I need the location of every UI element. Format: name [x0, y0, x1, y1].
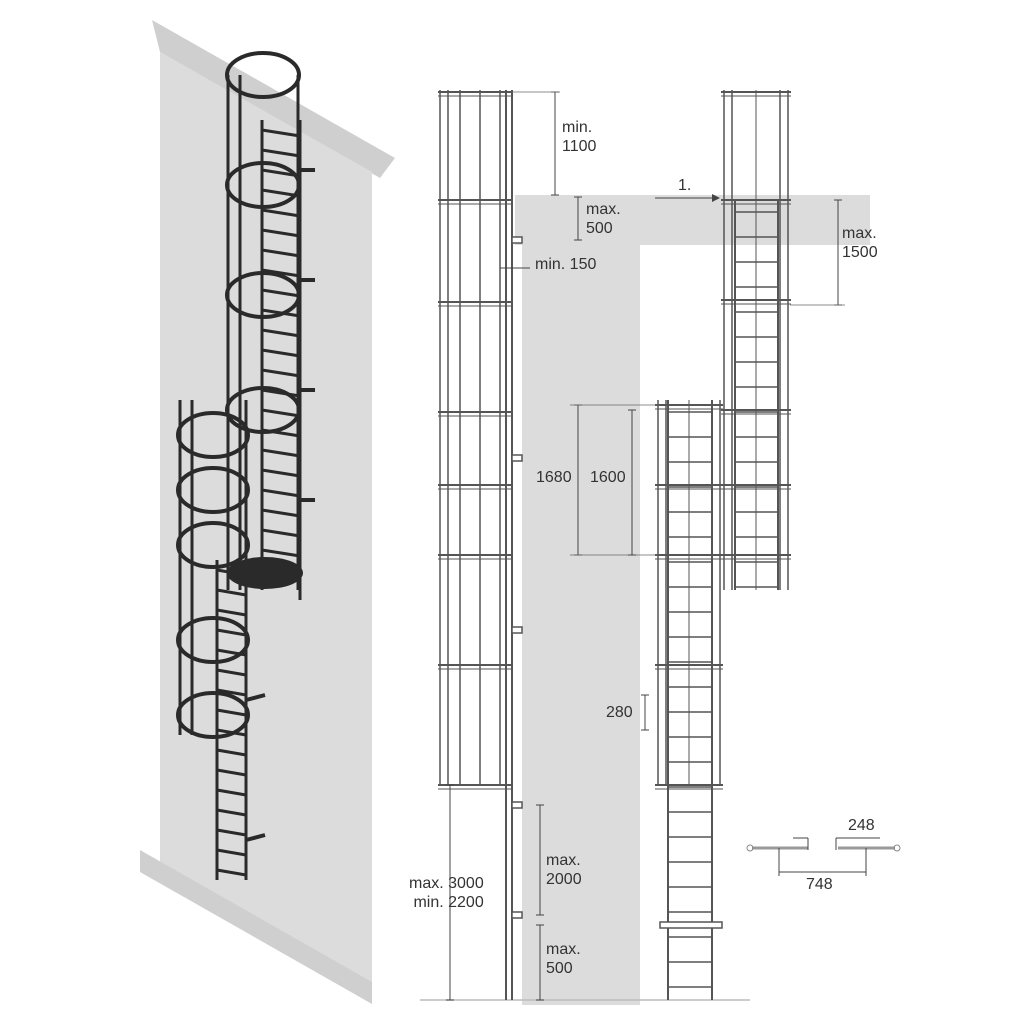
- label-min-150: min. 150: [535, 256, 597, 273]
- lower-ladder: [667, 400, 713, 1000]
- dim-max-500-top: [574, 196, 582, 241]
- rung-end: [746, 844, 754, 852]
- label-max-500-top: max.500: [586, 201, 621, 237]
- wall-top-ledge: [152, 20, 395, 178]
- floor-slab: [515, 195, 870, 245]
- ladder-rung: [261, 148, 301, 158]
- dim-min-1100: [551, 91, 559, 196]
- wall-bracket: [511, 454, 523, 462]
- ladder-rung: [261, 388, 301, 398]
- ladder-rung: [261, 448, 301, 458]
- ladder-rung: [261, 268, 301, 278]
- wall-bracket: [511, 911, 523, 919]
- wall-bracket: [245, 833, 266, 842]
- wall-bracket: [511, 626, 523, 634]
- ladder-rung: [216, 788, 247, 797]
- cage-hoop: [176, 411, 250, 459]
- ladder-rung: [261, 528, 301, 538]
- label-280: 280: [606, 704, 633, 721]
- label-248: 248: [848, 817, 875, 834]
- ladder-rung: [216, 588, 247, 597]
- label-max-2000: max.2000: [546, 852, 582, 888]
- rung-end: [893, 844, 901, 852]
- label-min-1100: min.1100: [562, 119, 597, 155]
- label-1600: 1600: [590, 469, 626, 486]
- label-748: 748: [806, 876, 833, 893]
- ladder-rung: [261, 508, 301, 518]
- wall-bracket: [659, 921, 723, 929]
- ladder-rung: [216, 648, 247, 657]
- wall-bracket: [511, 236, 523, 244]
- ladder-rung: [216, 728, 247, 737]
- label-exit-1: 1.: [678, 177, 692, 194]
- arrow-head: [712, 194, 720, 202]
- ladder-rung: [261, 548, 301, 558]
- ladder-rung: [261, 168, 301, 178]
- wall-bottom-ledge: [140, 850, 372, 1004]
- ladder-rung: [216, 848, 247, 857]
- ladder-rung: [261, 408, 301, 418]
- label-max-1500: max.1500: [842, 225, 878, 261]
- ladder-rung: [261, 288, 301, 298]
- cage-hoop: [176, 521, 250, 569]
- ladder-rung: [261, 128, 301, 138]
- wall-face: [160, 52, 372, 985]
- ladder-rung: [261, 328, 301, 338]
- wall-bracket: [511, 801, 523, 809]
- ladder-rung: [261, 228, 301, 238]
- ladder-rung: [216, 768, 247, 777]
- dim-280: [641, 694, 649, 731]
- dim-max3000-min2200: [446, 784, 454, 1001]
- cage-hoop: [176, 691, 250, 739]
- wall-column: [522, 245, 640, 1005]
- dimension-lines: [446, 91, 901, 1001]
- ladder-rung: [216, 668, 247, 677]
- ladder-rung: [216, 628, 247, 637]
- ladder-rung: [261, 208, 301, 218]
- ladder-rung: [216, 568, 247, 577]
- front-elevation: [655, 90, 791, 1000]
- wall-bracket: [245, 693, 266, 702]
- ladder-rung: [261, 428, 301, 438]
- ladder-rung: [216, 868, 247, 877]
- side-elevation: [420, 90, 870, 1005]
- ladder-rung: [261, 488, 301, 498]
- dim-max-2000: [536, 804, 544, 916]
- dim-max-500-bottom: [536, 924, 544, 1001]
- ladder-rung: [261, 308, 301, 318]
- ladder-rung: [216, 748, 247, 757]
- upper-cage: [721, 90, 791, 590]
- ladder-rung: [261, 468, 301, 478]
- ladder-rung: [216, 688, 247, 697]
- rung-detail: [746, 837, 901, 876]
- upper-ladder: [734, 200, 779, 590]
- isometric-view: [140, 20, 395, 1004]
- ladder-rung: [261, 348, 301, 358]
- ladder-rung: [216, 608, 247, 617]
- cage-hoop: [176, 616, 250, 664]
- ladder-rung: [261, 248, 301, 258]
- cage-hoop: [176, 466, 250, 514]
- label-1680: 1680: [536, 469, 572, 486]
- ladder-rung: [216, 808, 247, 817]
- ladder-rung: [261, 368, 301, 378]
- ladder-rung: [261, 188, 301, 198]
- dim-1600: [628, 409, 636, 556]
- label-max-500-bottom: max.500: [546, 941, 581, 977]
- ladder-rung: [216, 708, 247, 717]
- ladder-rung: [216, 828, 247, 837]
